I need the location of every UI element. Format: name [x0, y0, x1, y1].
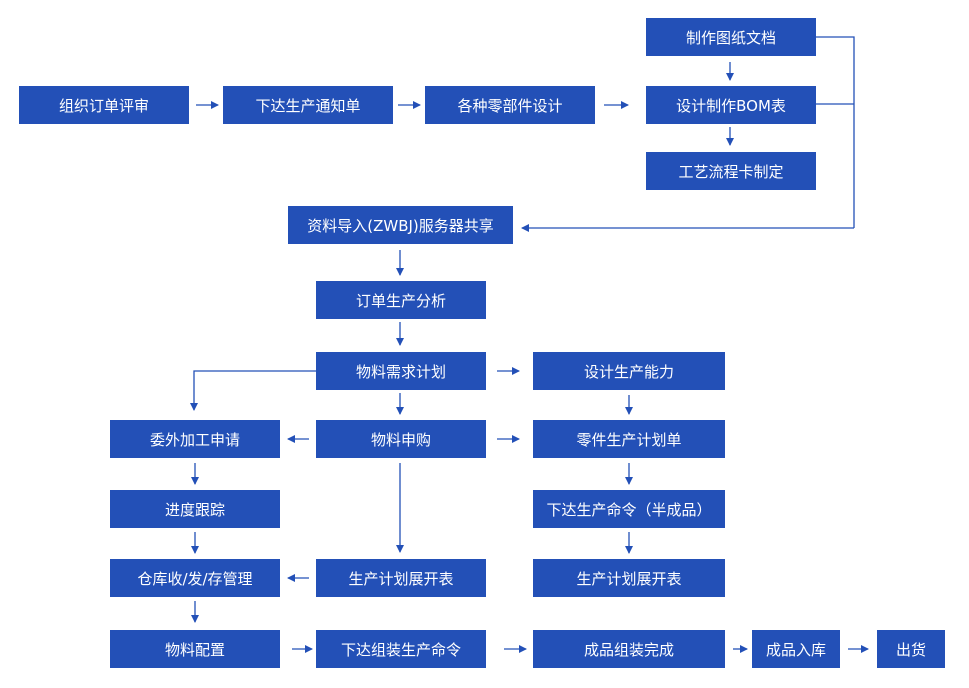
- node-mrp: 物料需求计划: [316, 352, 486, 390]
- node-capacity: 设计生产能力: [533, 352, 725, 390]
- edge-bracket: [816, 36, 855, 228]
- node-plan-table-mid: 生产计划展开表: [316, 559, 486, 597]
- node-material-config: 物料配置: [110, 630, 280, 668]
- node-bom: 设计制作BOM表: [646, 86, 816, 124]
- edge-mrp-to-outsource: [190, 370, 316, 411]
- node-process-card: 工艺流程卡制定: [646, 152, 816, 190]
- node-shipment: 出货: [877, 630, 945, 668]
- node-parts-plan: 零件生产计划单: [533, 420, 725, 458]
- node-plan-table-right: 生产计划展开表: [533, 559, 725, 597]
- node-semi-order: 下达生产命令（半成品）: [533, 490, 725, 528]
- node-warehouse: 仓库收/发/存管理: [110, 559, 280, 597]
- node-storage: 成品入库: [752, 630, 840, 668]
- node-parts-design: 各种零部件设计: [425, 86, 595, 124]
- node-purchase: 物料申购: [316, 420, 486, 458]
- node-order-review: 组织订单评审: [19, 86, 189, 124]
- node-assembly-done: 成品组装完成: [533, 630, 725, 668]
- node-assembly-order: 下达组装生产命令: [316, 630, 486, 668]
- node-make-drawings: 制作图纸文档: [646, 18, 816, 56]
- node-progress-track: 进度跟踪: [110, 490, 280, 528]
- node-data-import: 资料导入(ZWBJ)服务器共享: [288, 206, 513, 244]
- node-order-analysis: 订单生产分析: [316, 281, 486, 319]
- node-outsource: 委外加工申请: [110, 420, 280, 458]
- node-issue-notice: 下达生产通知单: [223, 86, 393, 124]
